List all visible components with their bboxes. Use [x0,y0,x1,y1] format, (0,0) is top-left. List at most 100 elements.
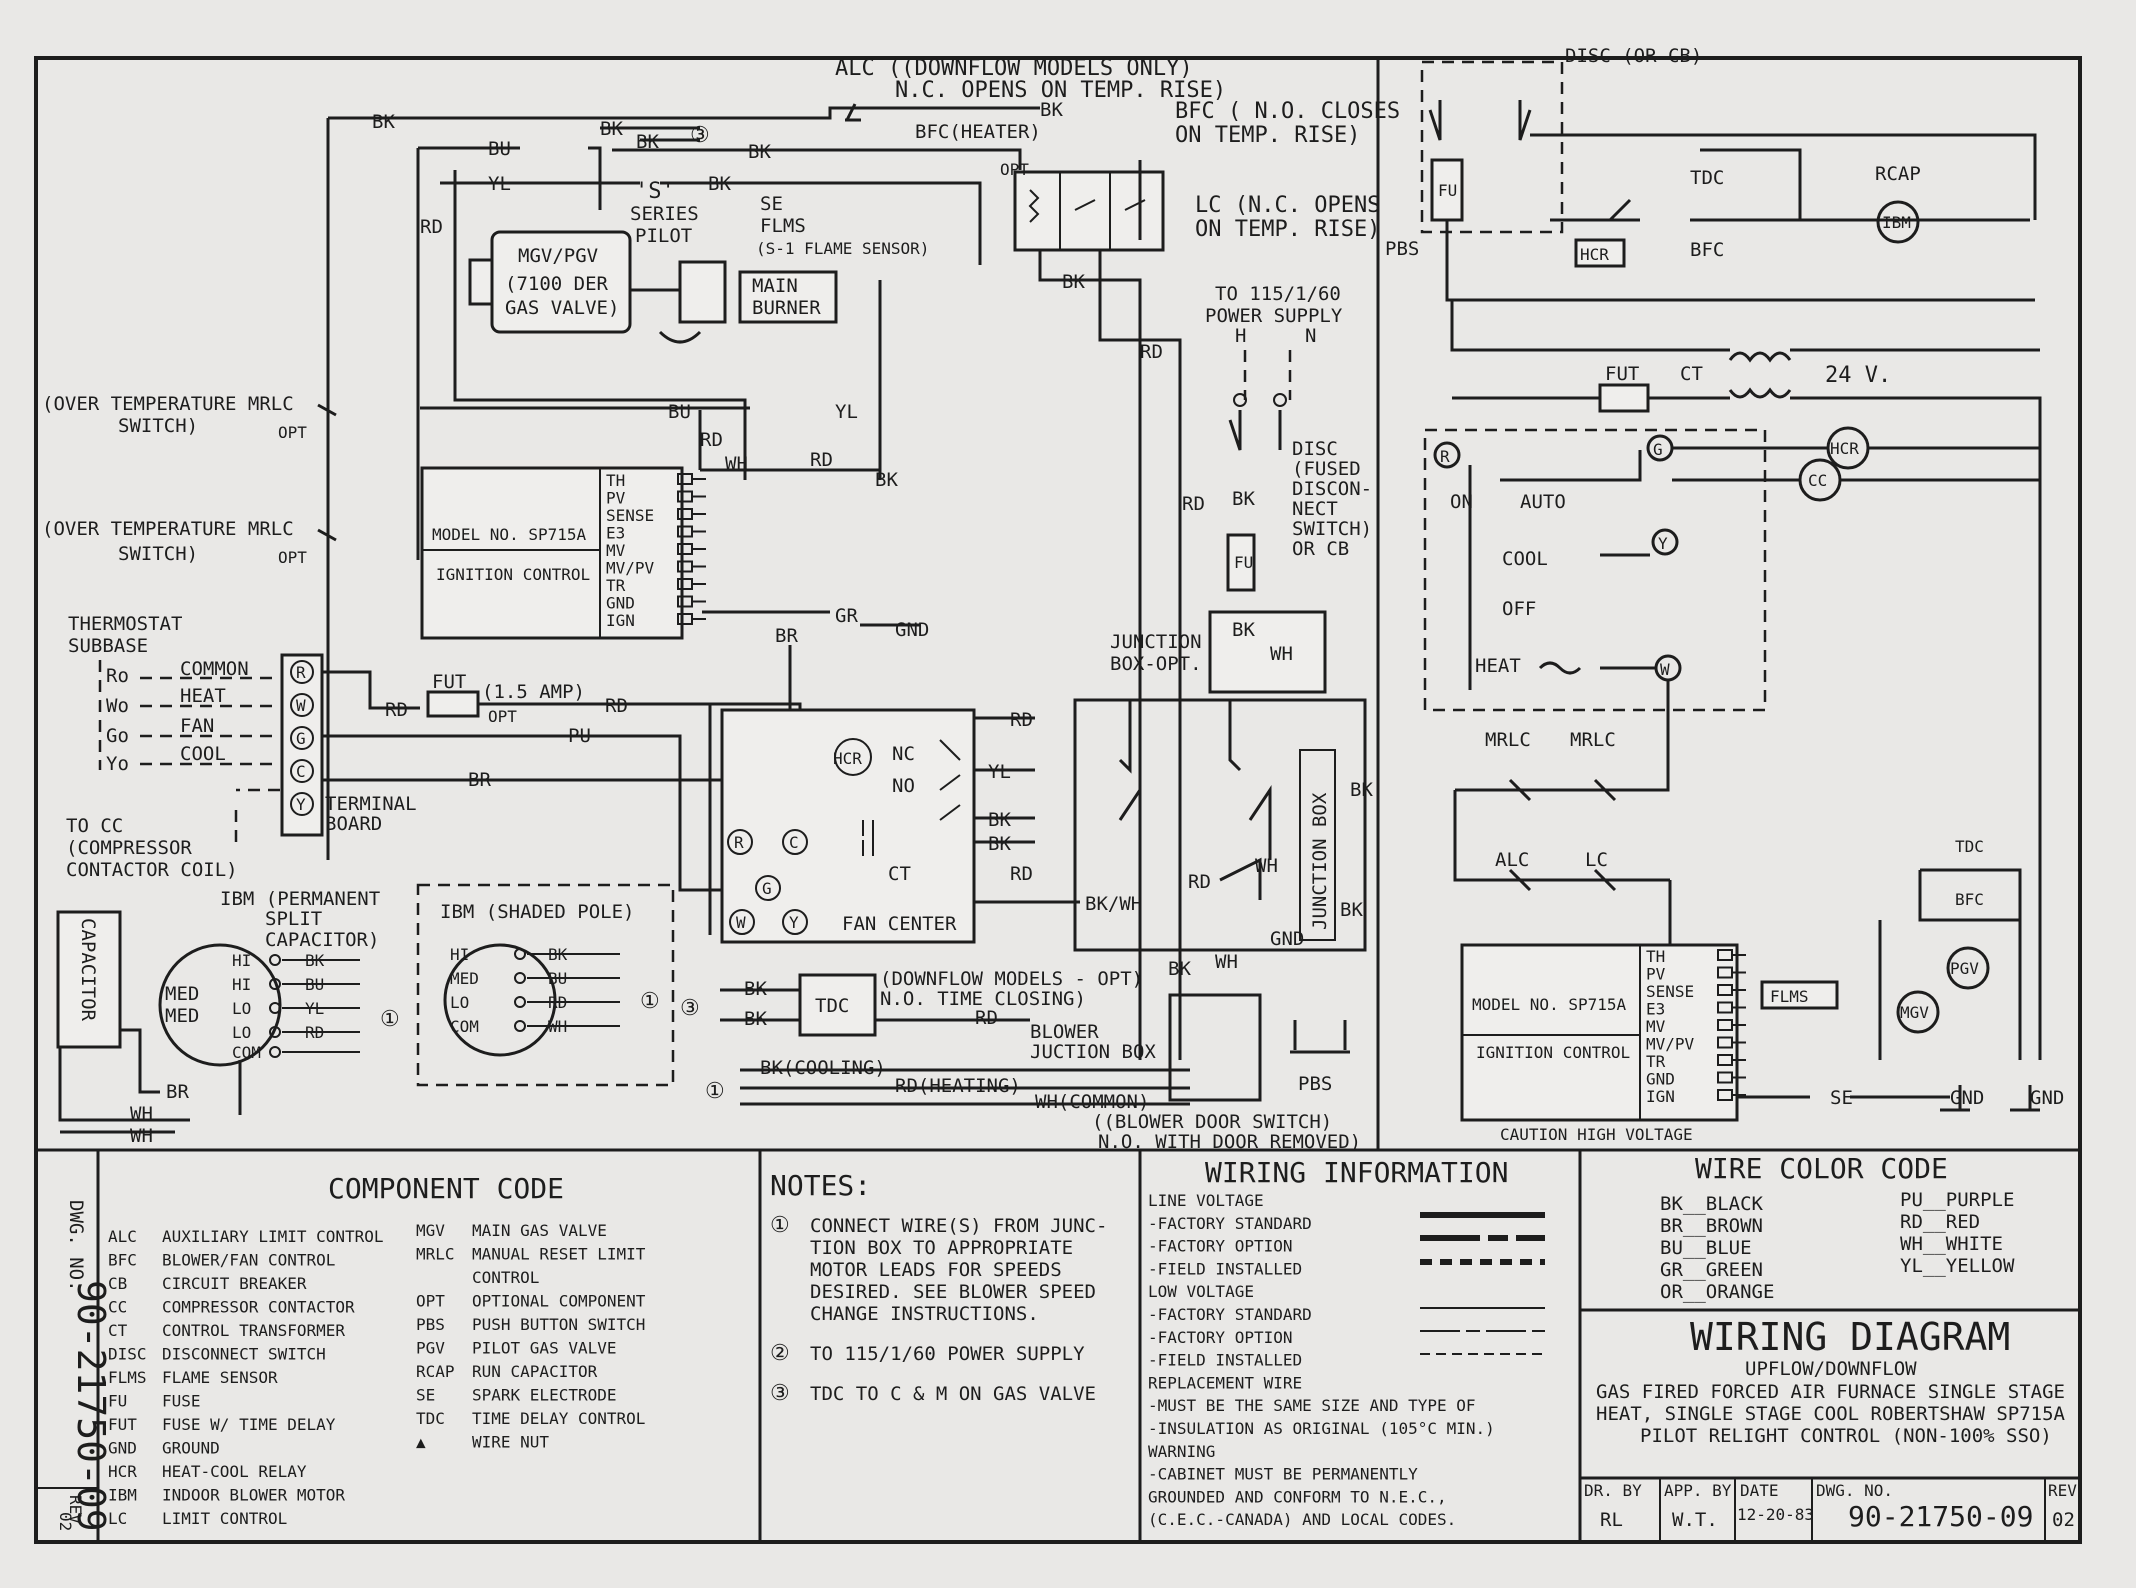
ibm-psc-wire-tag: BK [305,951,325,970]
title-block-title: WIRING DIAGRAM [1690,1315,2010,1359]
ignition-control-label: IGNITION CONTROL [436,565,590,584]
wire-tag-gr: GR [835,605,858,627]
wiring-info-line: WARNING [1148,1442,1215,1461]
note-number: ① [770,1213,790,1238]
hot-label: H [1235,325,1246,347]
component-code-desc: CIRCUIT BREAKER [162,1274,307,1293]
ladder-y-terminal [1651,528,1679,556]
ibm-sp-lead-dot [514,1020,526,1032]
terminal-c-label: C [296,762,306,781]
component-code-desc: RUN CAPACITOR [472,1362,598,1381]
component-code-abbrev: FU [108,1392,127,1411]
fan-hcr-label: HCR [833,749,862,768]
wire-tag-bk-8: BK [1232,488,1255,510]
wire-tag-rd: RD [420,216,443,238]
ladder-24v-label: 24 V. [1825,363,1891,388]
ladder-auto-label: AUTO [1520,491,1566,513]
ladder-g-label: G [1653,440,1663,459]
gas-valve-port [468,258,494,306]
wire-tag-yl: YL [488,173,511,195]
ladder-mgv [1896,990,1940,1034]
wire-tag-bk-10: BK [875,469,898,491]
over-temp-label-2b: SWITCH) [118,543,198,565]
ignition-terminal-label: GND [606,594,635,613]
component-code-abbrev: ▲ [416,1433,426,1452]
ibm-psc-lead-lo: LO [232,999,251,1018]
fut-label: FUT [432,671,466,693]
ladder-rung-1 [1550,148,2030,222]
ignition-right-model: MODEL NO. SP715A [1472,995,1626,1014]
component-code-desc: AUXILIARY LIMIT CONTROL [162,1227,384,1246]
component-code-abbrev: LC [108,1509,127,1528]
to-cc-label-3: CONTACTOR COIL) [66,859,238,881]
junction-connectors [1118,700,1272,900]
wire-bk-main [326,106,1040,240]
disc-fuse-label: FU [1234,553,1253,572]
terminal-y-label: Y [296,795,306,814]
lc-label: LC (N.C. OPENS [1195,193,1380,218]
terminal-label: TERMINAL [325,793,417,815]
wire-gr [702,610,920,627]
note-line: MOTOR LEADS FOR SPEEDS [810,1259,1062,1281]
wiring-info-line: -FIELD INSTALLED [1148,1351,1302,1370]
wire-tag-bk-12: BK [988,833,1011,855]
terminal-g [290,726,314,750]
wire-color-entry: GR__GREEN [1660,1259,1763,1281]
component-code-abbrev: OPT [416,1292,445,1311]
component-code-abbrev: PGV [416,1339,445,1358]
ibm-psc-lead-lo: LO [232,1023,251,1042]
wire-color-entry: YL__YELLOW [1900,1255,2015,1277]
disc-label-6: OR CB [1292,538,1349,560]
wiring-info-line: -FACTORY OPTION [1148,1237,1293,1256]
wire-tag-wh: WH [1270,643,1293,665]
ladder-heat-label: HEAT [1475,655,1521,677]
hcr-coil [834,738,872,776]
wire-tag-wh-common: WH(COMMON) [1035,1091,1149,1113]
wire-tag-bk-2: BK [1040,99,1063,121]
disc-cb-switches [1428,100,1532,141]
cool-label: COOL [180,743,226,765]
note-1-marker-2: ① [640,989,660,1014]
component-code-desc: PILOT GAS VALVE [472,1339,617,1358]
s-series-label-3: PILOT [635,225,692,247]
wire-tag-rd-9: RD [1010,863,1033,885]
terminal-board [280,653,324,837]
notes-title: NOTES: [770,1169,871,1202]
wire-tag-bk-16: BK [744,978,767,1000]
ignition-right-control: IGNITION CONTROL [1476,1043,1630,1062]
component-code-desc: FUSE W/ TIME DELAY [162,1415,336,1434]
wire-color-entry: PU__PURPLE [1900,1189,2014,1211]
component-code-desc: OPTIONAL COMPONENT [472,1292,646,1311]
junction-box [1208,610,1327,694]
junction-gnd-label: GND [1270,928,1304,950]
fan-terminal-c [782,829,808,855]
main-burner-label-2: BURNER [752,297,821,319]
fan-terminal-g [755,875,781,901]
component-code-desc: FUSE [162,1392,201,1411]
terminal-y [290,792,314,816]
capacitor [56,910,122,1049]
wiring-info-title: WIRING INFORMATION [1205,1156,1508,1189]
component-code-desc: LIMIT CONTROL [162,1509,287,1528]
ignition-terminal-label: TR [1646,1052,1666,1071]
note-line: TO 115/1/60 POWER SUPPLY [810,1343,1085,1365]
wiring-info-line: REPLACEMENT WIRE [1148,1373,1302,1392]
ignition-terminal-label: MV/PV [1646,1035,1695,1054]
wiring-info-line: -MUST BE THE SAME SIZE AND TYPE OF [1148,1396,1476,1415]
component-code-abbrev: FUT [108,1415,137,1434]
wire-bk-down [1038,250,1142,1060]
terminal-g-label: G [296,729,306,748]
note-line: CONNECT WIRE(S) FROM JUNC- [810,1215,1107,1237]
ladder-limit-wiring [1453,680,1672,955]
subbase-g: Go [106,725,129,747]
fan-label: FAN [180,715,214,737]
ladder-coil-wiring [1672,446,2040,482]
alc-switch-symbol [845,103,861,122]
opt-label-1: OPT [278,423,307,442]
junction-box-area [1073,698,1367,952]
fan-ct [862,820,874,856]
